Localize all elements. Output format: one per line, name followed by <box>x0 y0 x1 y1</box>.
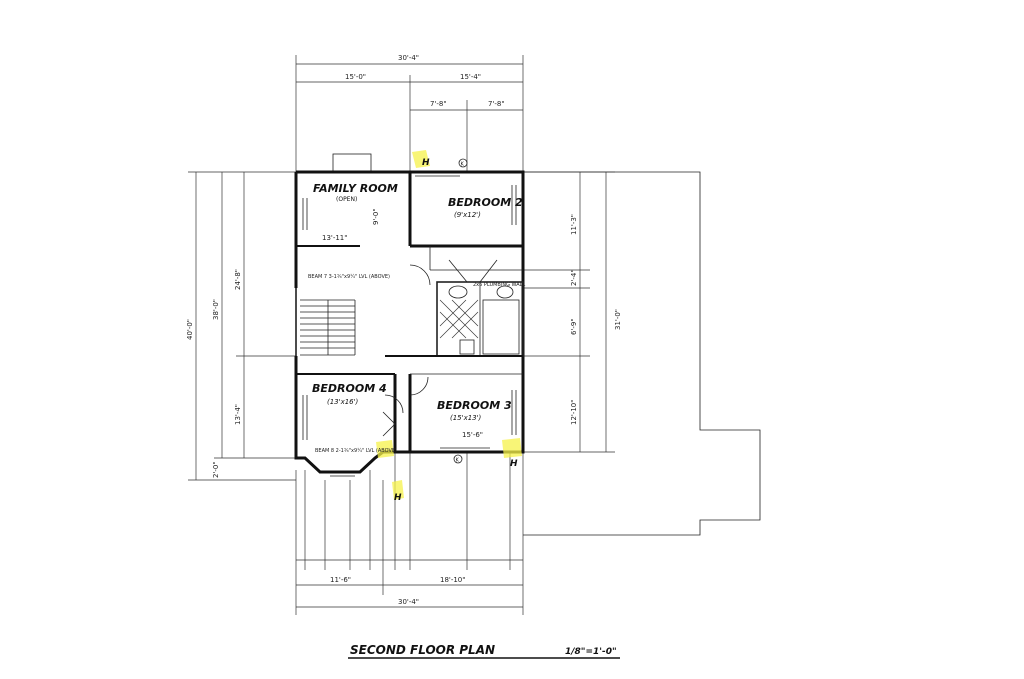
bedroom3-label: BEDROOM 3 <box>437 399 512 412</box>
family-room-label: FAMILY ROOM <box>313 182 398 195</box>
dim-right-total: 31'-0" <box>614 309 622 330</box>
right-dimensions: 31'-0" 11'-3" 2'-4" 6'-9" 12'-10" <box>523 171 622 453</box>
windows <box>302 175 517 477</box>
bedroom2-size: (9'x12') <box>454 211 481 219</box>
doors <box>382 264 431 437</box>
marker-h-lower: H <box>394 493 402 503</box>
marker-k-bottom: K <box>456 458 460 464</box>
marker-h-top: H <box>422 158 430 168</box>
marker-k-top: K <box>461 162 465 168</box>
dim-bottom-total: 30'-4" <box>398 598 419 606</box>
bottom-dimensions: 11'-6" 18'-10" 30'-4" <box>295 452 524 615</box>
bedroom3-size: (15'x13') <box>450 414 482 422</box>
bathroom-fixtures <box>439 259 520 355</box>
dim-left-total: 40'-0" <box>186 319 194 340</box>
highlights <box>376 150 522 500</box>
dim-top-sub-right: 7'-8" <box>488 100 505 108</box>
family-room-height: 9'-0" <box>372 208 380 225</box>
dim-bottom-left: 11'-6" <box>330 576 351 584</box>
bedroom2-label: BEDROOM 2 <box>448 196 523 209</box>
dim-left-bottom: 2'-0" <box>212 461 220 478</box>
plumbing-wall-note: 2x6 PLUMBING WALL <box>473 282 525 288</box>
top-dimensions: 30'-4" 15'-0" 15'-4" 7'-8" 7'-8" <box>295 54 524 172</box>
dim-left-mid: 38'-0" <box>212 299 220 320</box>
dim-right-lower: 12'-10" <box>570 400 578 425</box>
left-dimensions: 40'-0" 38'-0" 24'-8" 13'-4" 2'-0" <box>186 171 296 481</box>
bedroom4-size: (13'x16') <box>327 398 359 406</box>
dim-top-total: 30'-4" <box>398 54 419 62</box>
drawing-scale: 1/8"=1'-0" <box>565 647 617 657</box>
adjacent-outline <box>332 153 761 536</box>
dim-top-left: 15'-0" <box>345 73 366 81</box>
title-block: SECOND FLOOR PLAN 1/8"=1'-0" <box>348 643 620 659</box>
dim-top-sub-left: 7'-8" <box>430 100 447 108</box>
bedroom3-dim: 15'-6" <box>462 431 483 439</box>
markers: H K H K H <box>394 158 518 503</box>
marker-h-bottom: H <box>510 459 518 469</box>
dim-right-upper: 11'-3" <box>570 214 578 235</box>
dim-left-lower: 13'-4" <box>234 404 242 425</box>
dim-bottom-right: 18'-10" <box>440 576 465 584</box>
walls <box>294 170 525 474</box>
beam-lower-note: BEAM 8 2-1¾"x9¼" LVL (ABOVE) <box>315 448 397 454</box>
stairs <box>300 300 355 355</box>
bedroom4-label: BEDROOM 4 <box>312 382 387 395</box>
beam-upper-note: BEAM 7 3-1¾"x9¼" LVL (ABOVE) <box>308 274 390 280</box>
family-room-note: (OPEN) <box>336 196 357 203</box>
dim-left-inner: 24'-8" <box>234 269 242 290</box>
dim-right-mid: 2'-4" <box>570 269 578 286</box>
drawing-title: SECOND FLOOR PLAN <box>350 643 495 657</box>
room-labels: FAMILY ROOM (OPEN) 13'-11" 9'-0" BEDROOM… <box>312 182 523 439</box>
plan-notes: BEAM 7 3-1¾"x9¼" LVL (ABOVE) BEAM 8 2-1¾… <box>308 274 525 454</box>
family-room-width: 13'-11" <box>322 234 347 242</box>
dim-right-mid2: 6'-9" <box>570 318 578 335</box>
dim-top-right: 15'-4" <box>460 73 481 81</box>
